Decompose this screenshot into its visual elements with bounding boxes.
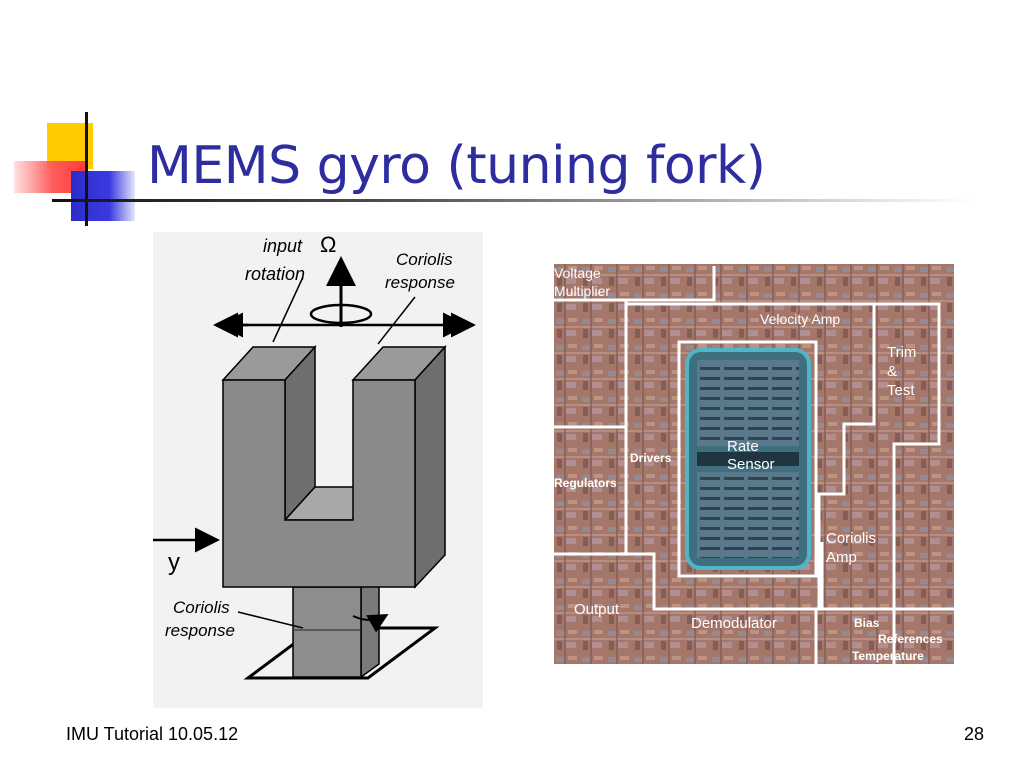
fork-stem-side (360, 572, 380, 679)
label-references: References (878, 632, 943, 646)
decor-blue-square (71, 171, 135, 221)
label-voltage-line2: Multiplier (554, 283, 610, 299)
fork-side-right (414, 345, 446, 589)
tuning-fork-diagram: input Ω rotation Coriolis response y Cor… (153, 232, 483, 708)
title-underline (52, 199, 972, 202)
label-drivers: Drivers (630, 451, 672, 465)
input-label-line1: input (263, 236, 303, 256)
label-coriolis-amp-line1: Coriolis (826, 530, 876, 547)
page-number: 28 (964, 724, 985, 744)
label-regulators: Regulators (554, 476, 617, 490)
fork-front (222, 379, 416, 588)
y-axis-label: y (168, 549, 180, 576)
label-rate-sensor-line2: Sensor (727, 456, 775, 473)
decor-vertical-line (85, 112, 88, 226)
coriolis-top-line1: Coriolis (396, 250, 453, 269)
label-bias: Bias (854, 616, 880, 630)
label-trim-line2: & (887, 363, 897, 380)
gyro-chip-die-diagram: Voltage Multiplier Velocity Amp Trim & T… (554, 264, 954, 664)
coriolis-bottom-line2: response (165, 621, 235, 640)
label-rate-sensor-line1: Rate (727, 438, 759, 455)
omega-symbol: Ω (320, 232, 336, 257)
slide-title: MEMS gyro (tuning fork) (147, 136, 766, 196)
coriolis-top-line2: response (385, 273, 455, 292)
input-label-line2: rotation (245, 264, 305, 284)
label-demodulator: Demodulator (691, 615, 777, 632)
footer-text: IMU Tutorial 10.05.12 (66, 724, 239, 744)
label-trim-line1: Trim (887, 344, 916, 361)
fork-stem-front (292, 586, 362, 678)
coriolis-bottom-line1: Coriolis (173, 598, 230, 617)
label-coriolis-amp-line2: Amp (826, 549, 857, 566)
label-output: Output (574, 601, 620, 618)
label-velocity-amp: Velocity Amp (760, 311, 840, 327)
label-voltage-line1: Voltage (554, 265, 601, 281)
label-trim-line3: Test (887, 382, 915, 399)
label-temperature: Temperature (852, 649, 924, 663)
